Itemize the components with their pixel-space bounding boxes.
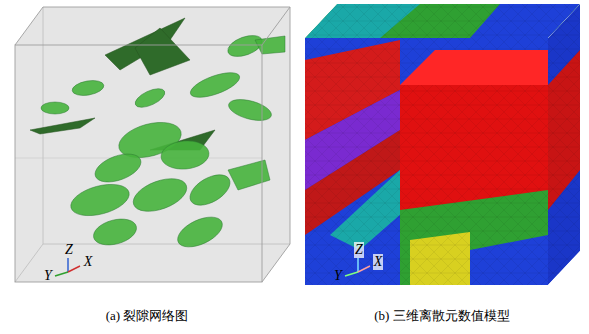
axis-y: [55, 272, 68, 276]
fracture-disk: [160, 139, 210, 171]
cube-body: [15, 7, 290, 282]
fracture-disk: [133, 85, 168, 111]
fracture-disk: [228, 160, 270, 190]
subfigure-caption: (b) 三维离散元数值模型: [374, 309, 509, 323]
fracture-plane: [135, 28, 190, 75]
cube-edge: [15, 7, 290, 282]
mesh: [548, 4, 580, 285]
cube-edge: [15, 45, 262, 282]
axis-z: [67, 258, 69, 272]
mesh: [305, 4, 580, 38]
axis-y: [345, 272, 358, 276]
fracture-disk: [41, 102, 69, 114]
fracture-plane: [30, 118, 95, 134]
cube-edge: [262, 7, 290, 45]
axis-label: X: [373, 254, 384, 269]
axis-triad: [345, 258, 370, 276]
right-face: [548, 4, 580, 285]
fracture-disks: [41, 31, 285, 253]
fracture-disk: [71, 78, 105, 97]
fracture-dark: [30, 18, 215, 150]
axis-label: Z: [64, 242, 74, 257]
fracture-disk: [129, 172, 191, 217]
block: [305, 4, 580, 38]
fracture-disk: [91, 215, 140, 250]
fracture-disk: [187, 68, 242, 103]
axis-triad: [55, 258, 80, 276]
axis-label: X: [83, 254, 94, 269]
fracture-disk: [185, 169, 235, 212]
fracture-disk: [67, 179, 132, 222]
axis-x: [68, 266, 80, 272]
dem-cube: [305, 4, 580, 285]
fracture-cube: [15, 7, 290, 282]
axis-x: [358, 266, 370, 272]
fracture-disk: [91, 149, 144, 188]
axis-label: Y: [333, 268, 343, 283]
subfigure-caption: (a) 裂隙网络图: [106, 309, 189, 323]
axis-label: Y: [43, 268, 53, 283]
fracture-disk: [226, 96, 273, 125]
fracture-disk: [173, 211, 227, 253]
cube-hidden-edge: [15, 244, 43, 282]
top-face: [305, 4, 580, 38]
axis-label: Z: [354, 242, 364, 257]
axis-z: [357, 258, 359, 272]
block: [548, 4, 580, 285]
